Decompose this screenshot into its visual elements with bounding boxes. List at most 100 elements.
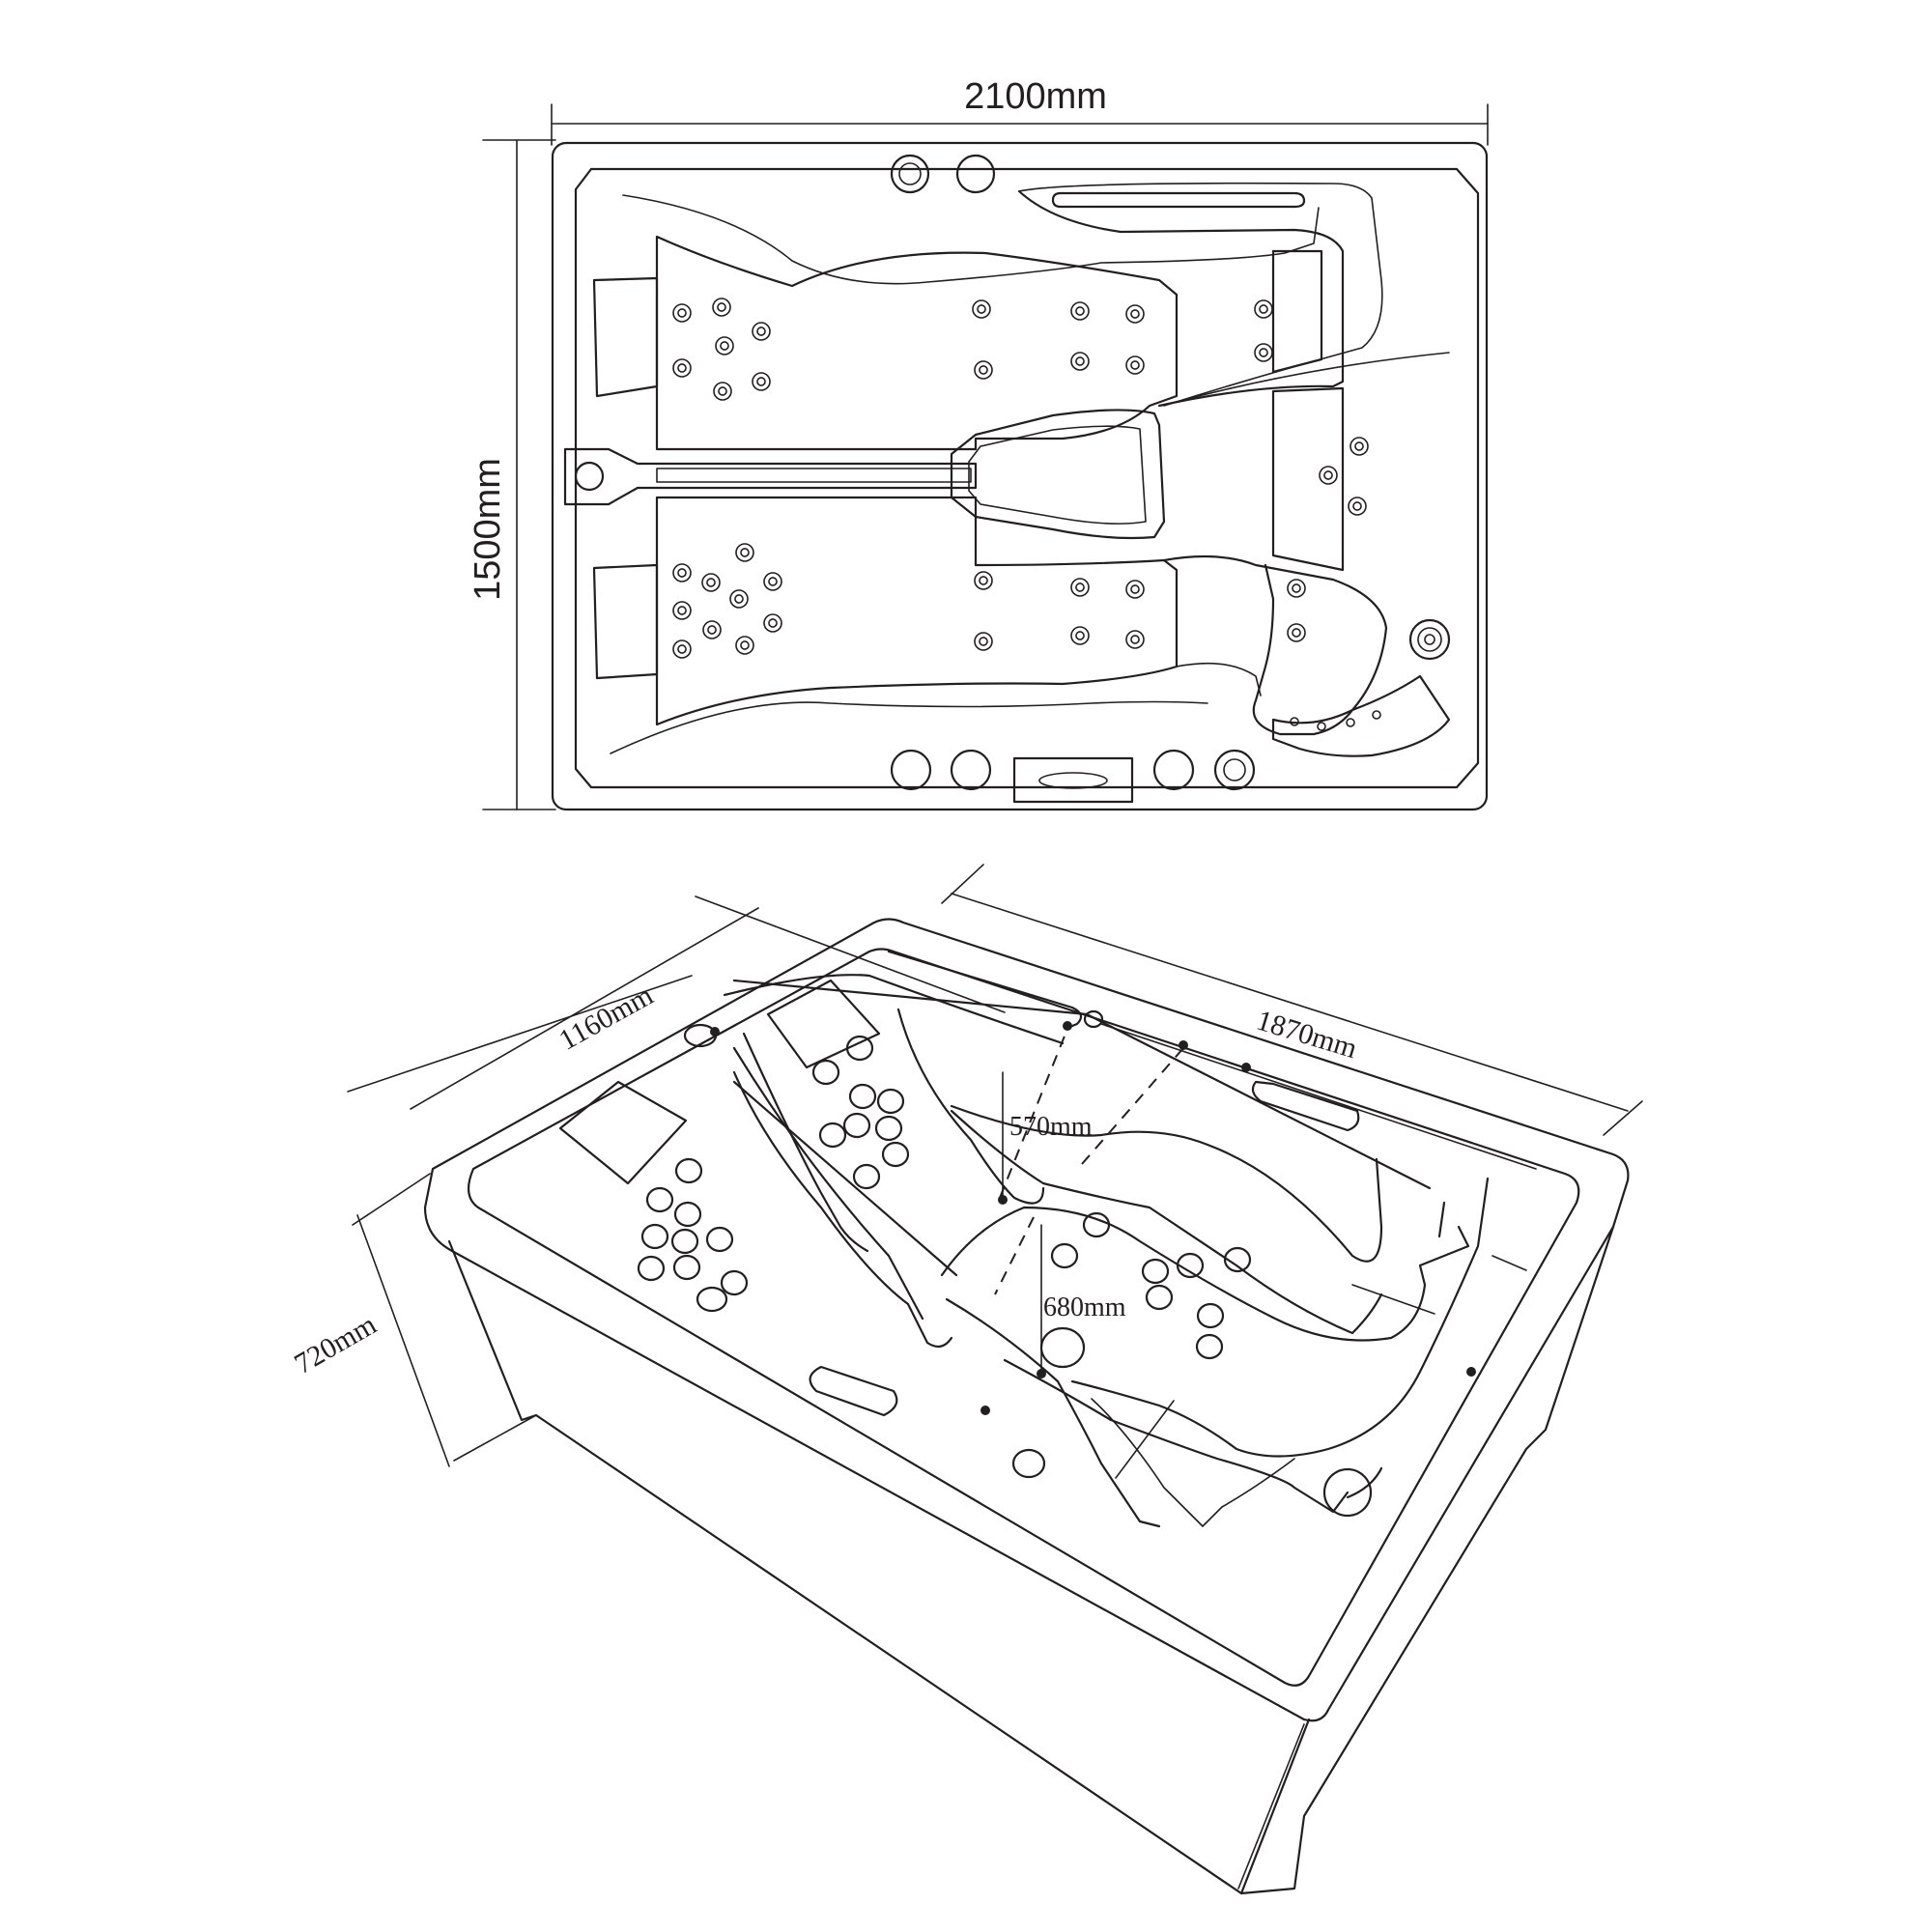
upper-fixture-left-inner [898,162,922,185]
depth-dimension-label: 1500mm [468,458,508,601]
jet-icon [729,589,749,609]
headrest-lower-left [592,563,659,680]
jet-icon [974,632,993,651]
headrest-upper-right [1271,249,1323,374]
jet-icon-nozzle [1292,583,1301,593]
jet-icon-nozzle [1130,584,1140,594]
jet-icon-nozzle [740,548,750,557]
jet-icon [874,1115,903,1142]
jet-icon-nozzle [1354,441,1364,451]
jet-icon [735,636,754,655]
top-view-jets [672,298,1381,731]
jet-icon [735,543,754,562]
divider-knob [574,461,605,492]
lower-fixture-4-inner [1223,758,1246,781]
jet-icon [1125,355,1145,375]
lower-fixture-4 [1213,749,1256,791]
jet-icon-nozzle [677,308,687,318]
jet-icon [672,1254,701,1281]
inner-basin [574,167,1480,789]
perspective-fixture-front-jet [1011,1448,1046,1479]
jet-icon [818,1122,847,1149]
jet-icon [1287,579,1306,598]
upper-seat-edge [622,194,1320,285]
upper-fixture-right [955,154,996,194]
perspective-right-wall [1239,1225,1615,1895]
lower-fixture-3 [1152,749,1195,791]
jet-icon-nozzle [677,568,687,578]
jet-icon [1372,710,1381,720]
jet-icon [1196,1302,1225,1329]
upper-rim-curve [1168,352,1450,405]
upper-bench-curve [1018,182,1383,407]
jet-icon [848,1083,877,1110]
perspective-fixture-back [1083,1009,1104,1029]
jet-icon-nozzle [1292,628,1301,638]
perspective-fixture-drain [1039,1326,1086,1369]
jet-icon [670,1228,699,1255]
right-lounge-upper [1017,189,1345,408]
seat-depth-dimension: 570mm [998,1021,1251,1205]
jet-icon [712,298,731,317]
jet-icon [701,573,721,592]
perspective-fixture-rim-left [683,1023,718,1048]
right-lounge-jet-area [1271,386,1345,572]
perspective-view: 1160mm 1870mm 720mm [289,864,1643,1895]
lounge-depth-dimension: 680mm [710,1027,1476,1415]
lower-drain-handle [1012,756,1134,804]
jet-icon [672,303,692,323]
jet-icon [713,382,732,401]
perspective-left-seat [732,1070,953,1349]
jet-icon [811,1059,840,1086]
jet-icon-nozzle [979,576,988,585]
width-dimension-label: 2100mm [964,76,1107,117]
jet-icon [672,358,692,378]
jet-icon-nozzle [1075,306,1085,316]
jet-icon [1082,1211,1111,1238]
jet-icon [1141,1258,1170,1285]
perspective-headrest-left [558,1080,688,1185]
jet-icon-nozzle [677,644,687,654]
jet-icon-nozzle [1259,304,1268,314]
upper-channel [1051,191,1306,209]
jet-icon [672,639,692,659]
perspective-height-label: 720mm [289,1309,382,1380]
jet-icon [845,1035,874,1062]
perspective-foot-well-2 [1003,1358,1350,1514]
jet-icon [842,1112,871,1139]
perspective-lounge [950,1104,1383,1263]
jet-icon [1070,626,1090,645]
perspective-back-rail-2 [723,974,1065,1045]
jet-icon [1223,1246,1252,1273]
perspective-fixture-right [1322,1467,1373,1518]
upper-seat-shell [655,235,1179,451]
control-panel [1271,674,1451,757]
jet-icon [1346,718,1355,727]
jet-icon-nozzle [718,386,727,396]
outer-rim [551,141,1489,811]
seat-depth-label: 570mm [1009,1112,1093,1142]
jet-icon [876,1088,905,1115]
jet-icon [763,572,782,591]
jet-icon [673,1201,702,1228]
jet-icon [672,563,692,582]
perspective-center-seat [896,1008,1045,1205]
spa-knob [1408,618,1451,661]
jet-icon-nozzle [977,304,986,314]
perspective-left-divider-2 [732,1080,958,1277]
center-console [950,409,1166,540]
central-divider [563,447,978,506]
upper-fixture-left [890,154,930,194]
headrest-upper-left [592,276,659,398]
jet-icon [881,1141,910,1168]
jet-icon [752,322,771,341]
perspective-left-divider [742,1032,869,1253]
jet-icon-nozzle [734,594,744,604]
perspective-jets [637,1035,1252,1360]
jet-icon-nozzle [740,640,750,650]
lower-seat-edge [610,700,1208,754]
jet-icon [1125,580,1145,599]
jet-icon-nozzle [1352,501,1362,511]
jet-icon-nozzle [756,377,766,386]
